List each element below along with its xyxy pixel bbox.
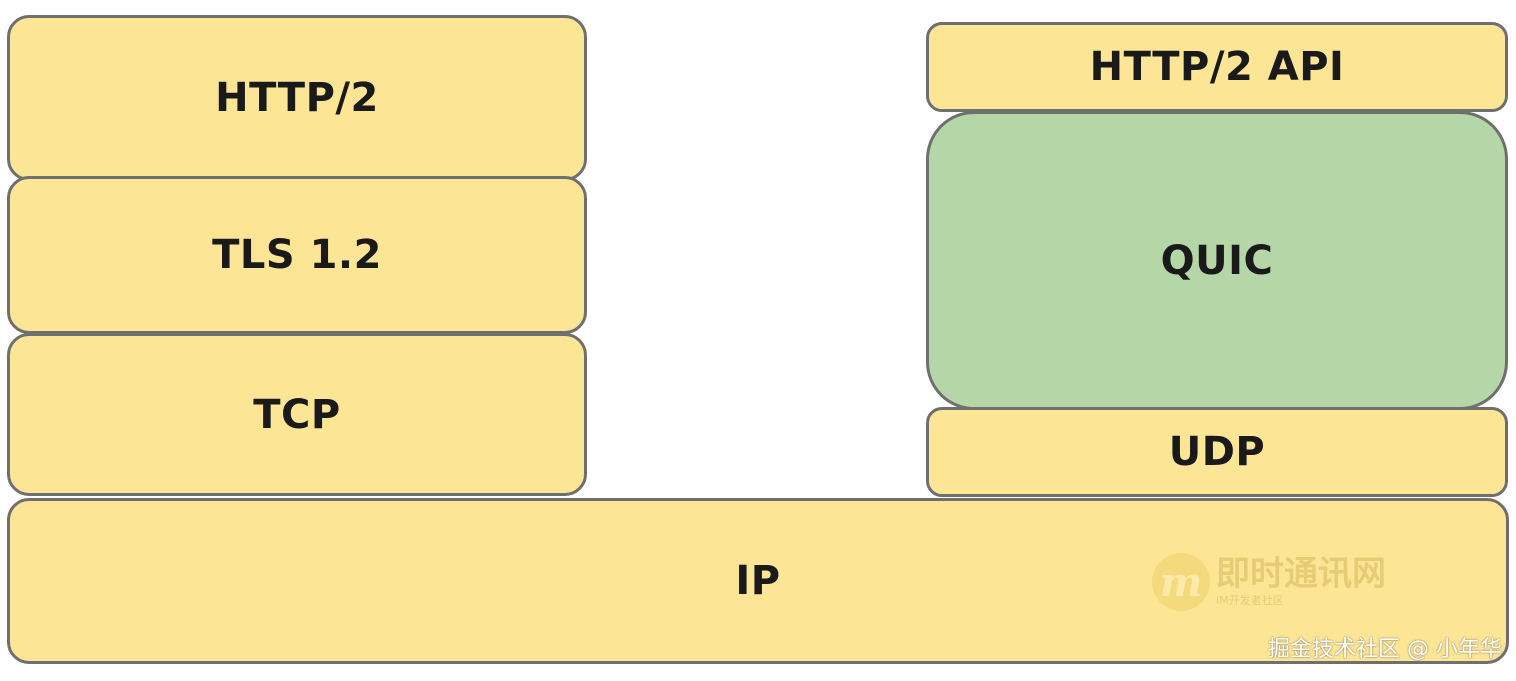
- source-credit: 掘金技术社区 @ 小年华: [1268, 637, 1502, 662]
- http2-label: HTTP/2: [215, 75, 379, 121]
- logo-watermark: m 即时通讯网 IM开发者社区: [1152, 548, 1386, 616]
- logo-name: 即时通讯网: [1216, 554, 1386, 594]
- http2-api-layer: HTTP/2 API: [926, 22, 1508, 112]
- tls-label: TLS 1.2: [212, 232, 382, 278]
- tcp-label: TCP: [253, 391, 341, 438]
- http2-api-label: HTTP/2 API: [1089, 44, 1345, 90]
- logo-text: 即时通讯网 IM开发者社区: [1216, 555, 1386, 609]
- tcp-layer: TCP: [7, 333, 587, 496]
- udp-label: UDP: [1168, 429, 1266, 475]
- ip-label: IP: [735, 558, 781, 604]
- udp-layer: UDP: [926, 407, 1508, 497]
- http2-layer: HTTP/2: [7, 15, 587, 181]
- quic-layer: QUIC: [926, 111, 1508, 410]
- quic-label: QUIC: [1160, 237, 1274, 284]
- tls-layer: TLS 1.2: [7, 176, 587, 334]
- ip-layer: IP: [7, 498, 1509, 664]
- logo-m-icon: m: [1152, 553, 1210, 611]
- logo-tagline: IM开发者社区: [1216, 594, 1284, 607]
